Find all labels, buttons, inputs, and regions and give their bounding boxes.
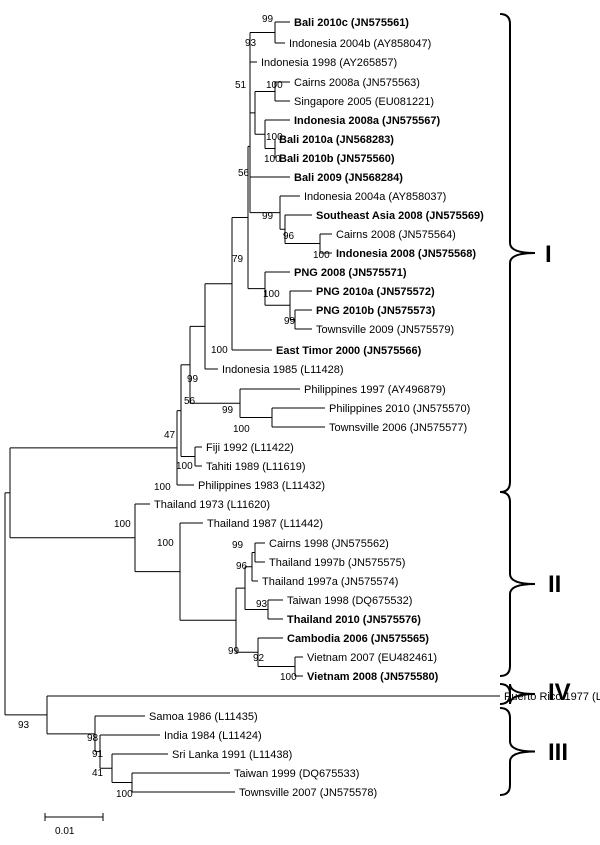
leaf-label: Indonesia 2004a (AY858037) [304,191,446,203]
bootstrap-value: 99 [262,14,274,25]
bootstrap-value: 100 [157,538,174,549]
bootstrap-labels: 99 93 51 100 100 100 56 99 96 100 79 100 99 100 99 56 99… [18,14,330,800]
bootstrap-value: 41 [92,768,104,779]
leaf-label: PNG 2010a (JN575572) [316,286,435,298]
bootstrap-value: 96 [236,561,248,572]
bootstrap-value: 91 [92,749,104,760]
bootstrap-value: 99 [222,405,234,416]
leaf-label: Southeast Asia 2008 (JN575569) [316,210,484,222]
bootstrap-value: 99 [232,540,244,551]
bootstrap-value: 56 [238,168,250,179]
leaf-label: PNG 2010b (JN575573) [316,305,436,317]
bootstrap-value: 92 [253,653,265,664]
leaf-label: Thailand 1987 (L11442) [207,518,323,530]
leaf-label: Indonesia 2008a (JN575567) [294,115,440,127]
bootstrap-value: 100 [313,250,330,261]
leaf-label: Indonesia 2008 (JN575568) [336,248,476,260]
clade-brace [499,707,536,796]
leaf-label: Taiwan 1999 (DQ675533) [234,768,359,780]
leaf-label: Cairns 2008 (JN575564) [336,229,456,241]
scale-bar-label: 0.01 [55,826,75,837]
bootstrap-value: 56 [184,396,196,407]
leaf-label: Thailand 1997a (JN575574) [262,576,398,588]
leaf-label: Bali 2010b (JN575560) [279,153,395,165]
bootstrap-value: 93 [18,720,30,731]
leaf-label: Thailand 1997b (JN575575) [269,557,405,569]
clade-label: III [548,739,568,766]
leaf-label: India 1984 (L11424) [164,730,262,742]
leaf-label: Samoa 1986 (L11435) [149,711,258,723]
bootstrap-value: 99 [284,316,296,327]
bootstrap-value: 96 [283,231,295,242]
leaf-label: Townsville 2009 (JN575579) [316,324,454,336]
scale-bar: 0.01 [44,813,104,837]
leaf-label: Indonesia 1998 (AY265857) [261,57,397,69]
bootstrap-value: 99 [187,374,199,385]
leaf-labels: Bali 2010c (JN575561) Indonesia 2004b (AY… [149,17,600,799]
leaf-label: Bali 2010c (JN575561) [294,17,409,29]
leaf-label: Sri Lanka 1991 (L11438) [172,749,292,761]
clade-brace [499,683,536,705]
bootstrap-value: 100 [114,519,131,530]
leaf-label: Cambodia 2006 (JN575565) [287,633,429,645]
leaf-label: Vietnam 2007 (EU482461) [307,652,437,664]
bootstrap-value: 100 [211,345,228,356]
leaf-label: Bali 2010a (JN568283) [279,134,394,146]
clade-label: I [545,241,552,268]
bootstrap-value: 100 [264,154,281,165]
clade-label: II [548,571,561,598]
tree-branches [4,21,500,793]
bootstrap-value: 100 [266,132,283,143]
leaf-label: Cairns 1998 (JN575562) [269,538,389,550]
leaf-label: Tahiti 1989 (L11619) [206,461,305,473]
bootstrap-value: 99 [262,211,274,222]
leaf-label: Cairns 2008a (JN575563) [294,77,420,89]
leaf-label: Fiji 1992 (L11422) [206,442,294,454]
leaf-label: PNG 2008 (JN575571) [294,267,407,279]
leaf-label: Thailand 2010 (JN575576) [287,614,421,626]
clade-brace [499,491,536,677]
leaf-label: Townsville 2007 (JN575578) [239,787,377,799]
leaf-label: East Timor 2000 (JN575566) [276,345,422,357]
bootstrap-value: 47 [164,430,176,441]
leaf-label: Thailand 1973 (L11620) [154,499,270,511]
leaf-label: Bali 2009 (JN568284) [294,172,403,184]
bootstrap-value: 99 [228,646,240,657]
leaf-label: Indonesia 1985 (L11428) [222,364,344,376]
bootstrap-value: 93 [245,38,257,49]
bootstrap-value: 51 [235,80,247,91]
bootstrap-value: 100 [176,461,193,472]
clade-label: IV [548,679,571,706]
leaf-label: Philippines 1997 (AY496879) [304,384,446,396]
bootstrap-value: 93 [256,599,268,610]
clade-brace [499,13,536,493]
leaf-label: Taiwan 1998 (DQ675532) [287,595,412,607]
bootstrap-value: 100 [280,672,297,683]
bootstrap-value: 100 [263,289,280,300]
leaf-label: Indonesia 2004b (AY858047) [289,38,431,50]
bootstrap-value: 100 [266,80,283,91]
leaf-label: Philippines 1983 (L11432) [198,480,325,492]
bootstrap-value: 98 [87,733,99,744]
bootstrap-value: 100 [233,424,250,435]
leaf-label: Vietnam 2008 (JN575580) [307,671,439,683]
bootstrap-value: 100 [116,789,133,800]
leaf-label: Singapore 2005 (EU081221) [294,96,434,108]
bootstrap-value: 79 [232,254,244,265]
leaf-label: Townsville 2006 (JN575577) [329,422,467,434]
leaf-label: Philippines 2010 (JN575570) [329,403,470,415]
bootstrap-value: 100 [154,482,171,493]
